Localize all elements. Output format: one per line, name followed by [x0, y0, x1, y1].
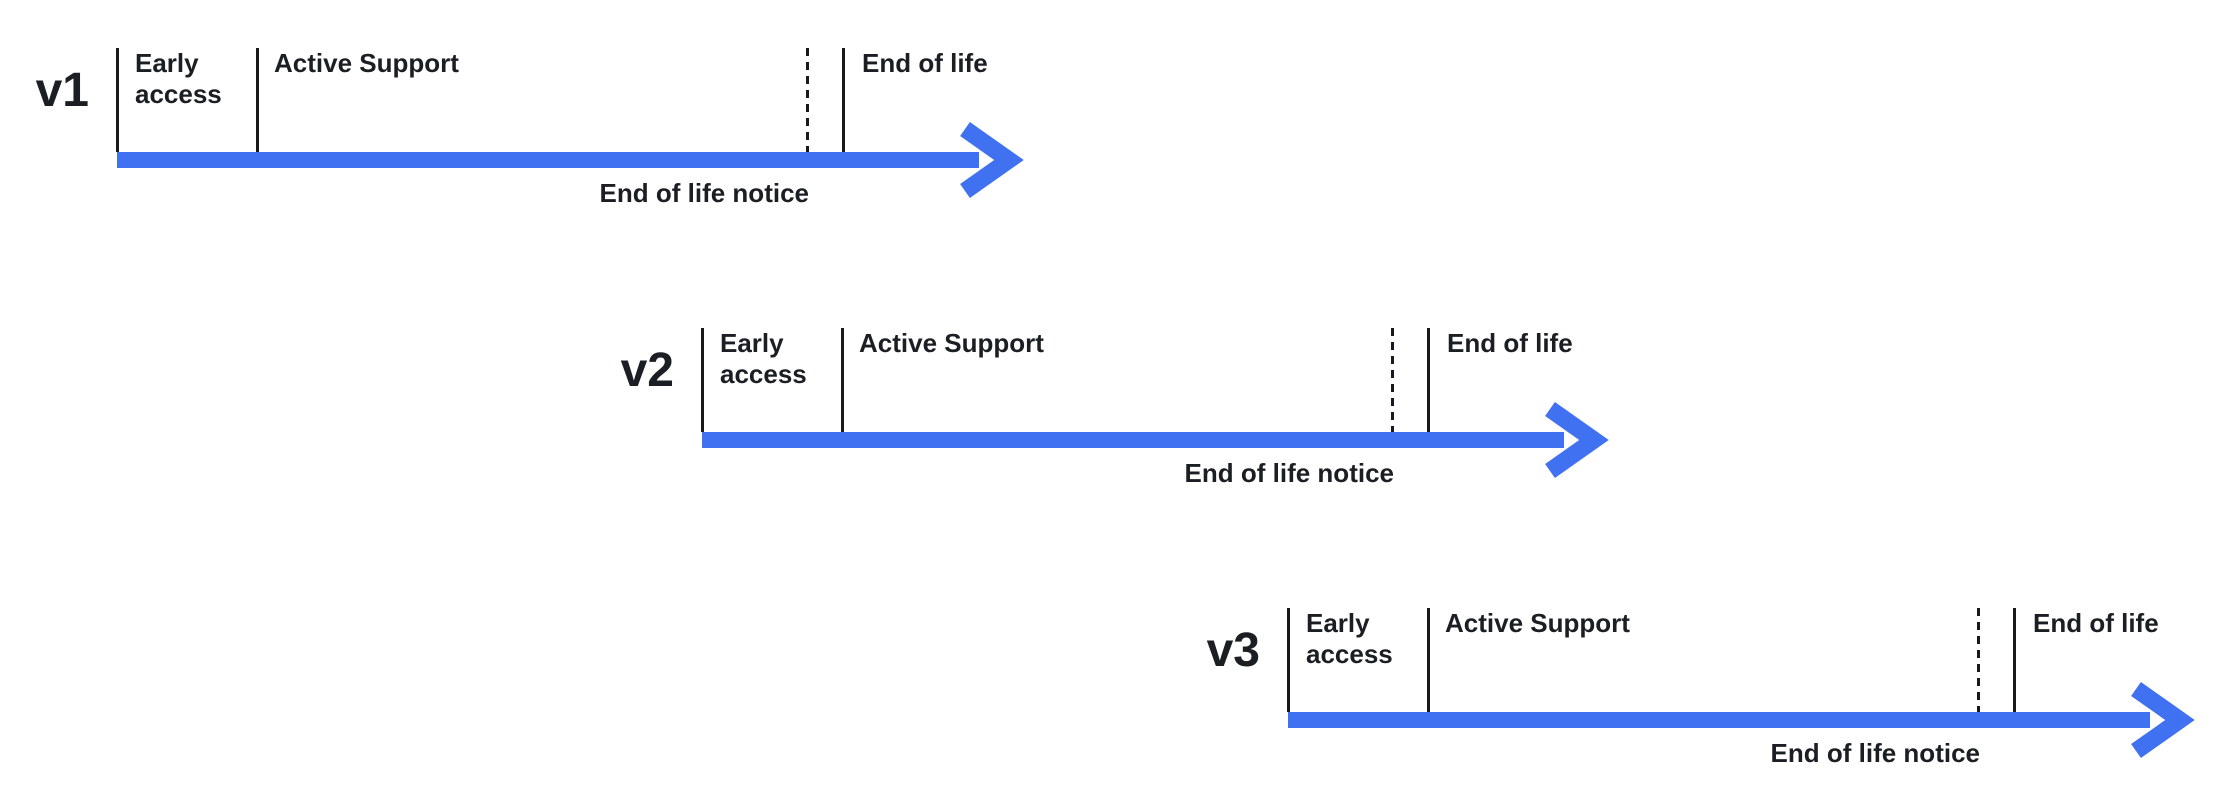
timeline-arrow-icon [1288, 682, 2195, 758]
end-of-life-notice-label: End of life notice [1770, 738, 1980, 768]
active-support-label: Active Support [859, 328, 1044, 358]
timeline-arrow-icon [117, 122, 1024, 198]
version-label-v3: v3 [1206, 624, 1260, 677]
end-of-life-label: End of life [862, 48, 988, 78]
early-access-start-tick [701, 328, 704, 432]
version-label-v1: v1 [35, 64, 89, 117]
end-of-life-tick [1427, 328, 1430, 432]
active-support-start-tick [841, 328, 844, 432]
end-of-life-notice-dashed-tick [806, 48, 809, 152]
active-support-label: Active Support [274, 48, 459, 78]
early-access-start-tick [116, 48, 119, 152]
early-access-label: Early access [720, 328, 807, 389]
end-of-life-label: End of life [1447, 328, 1573, 358]
end-of-life-notice-label: End of life notice [599, 178, 809, 208]
active-support-start-tick [1427, 608, 1430, 712]
timeline-arrow-icon [702, 402, 1609, 478]
end-of-life-tick [842, 48, 845, 152]
end-of-life-notice-dashed-tick [1391, 328, 1394, 432]
end-of-life-label: End of life [2033, 608, 2159, 638]
end-of-life-tick [2013, 608, 2016, 712]
early-access-label: Early access [1306, 608, 1393, 669]
active-support-start-tick [256, 48, 259, 152]
end-of-life-notice-dashed-tick [1977, 608, 1980, 712]
early-access-label: Early access [135, 48, 222, 109]
active-support-label: Active Support [1445, 608, 1630, 638]
end-of-life-notice-label: End of life notice [1184, 458, 1394, 488]
version-label-v2: v2 [620, 344, 674, 397]
early-access-start-tick [1287, 608, 1290, 712]
